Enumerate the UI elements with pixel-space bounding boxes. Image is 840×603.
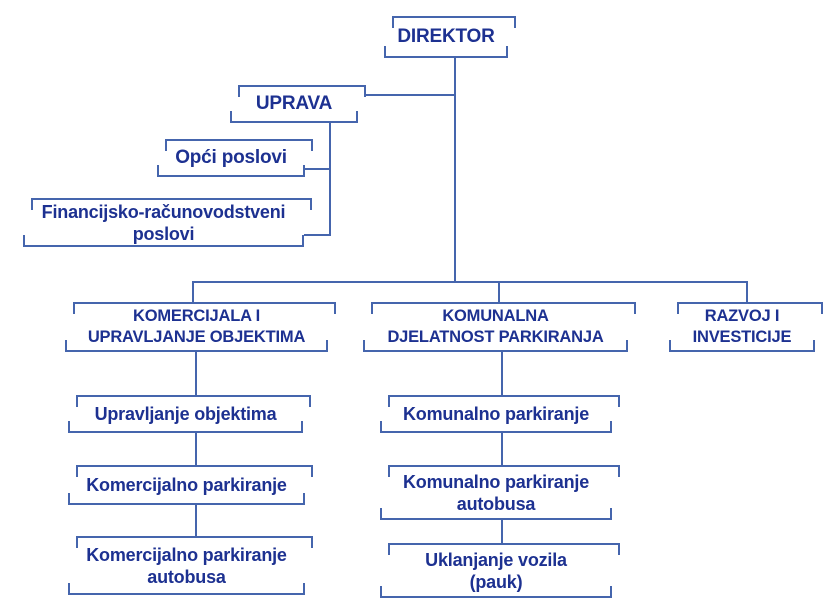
connector-uprava-to-trunk [364, 94, 456, 96]
node-label: UPRAVA [255, 93, 333, 114]
connector-komunalna-child-2 [501, 433, 503, 465]
org-node-uklanjanje-vozila-pauk: Uklanjanje vozila (pauk) [380, 543, 620, 598]
connector-komercijala-child-1 [195, 352, 197, 395]
node-label: Komunalno parkiranje autobusa [402, 471, 590, 514]
node-label: Komunalno parkiranje [402, 403, 590, 424]
org-node-direktor: DIREKTOR [384, 16, 516, 58]
org-node-opci-poslovi: Opći poslovi [157, 139, 313, 177]
connector-uprava-down-line [329, 123, 331, 236]
connector-distribution-line [192, 281, 748, 283]
connector-drop-razvoj [746, 281, 748, 302]
org-node-komunalno-parkiranje: Komunalno parkiranje [380, 395, 620, 433]
connector-financijsko-stub [304, 234, 331, 236]
connector-drop-komunalna [498, 281, 500, 302]
org-node-komunalno-parkiranje-autobusa: Komunalno parkiranje autobusa [380, 465, 620, 520]
node-label: Opći poslovi [175, 147, 287, 168]
org-node-razvoj-i-investicije: RAZVOJ I INVESTICIJE [669, 302, 823, 352]
org-node-komunalna-djelatnost-parkiranja: KOMUNALNA DJELATNOST PARKIRANJA [363, 302, 636, 352]
org-node-uprava: UPRAVA [230, 85, 366, 123]
node-label: DIREKTOR [397, 26, 495, 47]
node-label: RAZVOJ I INVESTICIJE [692, 307, 792, 346]
org-node-komercijalno-parkiranje-autobusa: Komercijalno parkiranje autobusa [68, 536, 313, 595]
connector-komercijala-child-2 [195, 433, 197, 465]
node-label: Financijsko-računovodstveni poslovi [41, 201, 286, 244]
org-node-komercijala-i-upravljanje-objektima: KOMERCIJALA I UPRAVLJANJE OBJEKTIMA [65, 302, 336, 352]
org-node-upravljanje-objektima: Upravljanje objektima [68, 395, 311, 433]
node-label: Uklanjanje vozila (pauk) [425, 549, 567, 592]
connector-direktor-trunk [454, 58, 456, 283]
node-label: Komercijalno parkiranje [86, 474, 287, 495]
node-label: KOMERCIJALA I UPRAVLJANJE OBJEKTIMA [87, 307, 306, 346]
connector-komercijala-child-3 [195, 505, 197, 536]
connector-komunalna-child-3 [501, 520, 503, 543]
connector-drop-komercijala [192, 281, 194, 302]
node-label: Komercijalno parkiranje autobusa [86, 544, 287, 587]
org-node-komercijalno-parkiranje: Komercijalno parkiranje [68, 465, 313, 505]
node-label: Upravljanje objektima [94, 403, 277, 424]
connector-opci-stub [303, 168, 331, 170]
node-label: KOMUNALNA DJELATNOST PARKIRANJA [387, 307, 604, 346]
connector-komunalna-child-1 [501, 352, 503, 395]
org-node-financijsko-racunovodstveni-poslovi: Financijsko-računovodstveni poslovi [23, 198, 312, 247]
